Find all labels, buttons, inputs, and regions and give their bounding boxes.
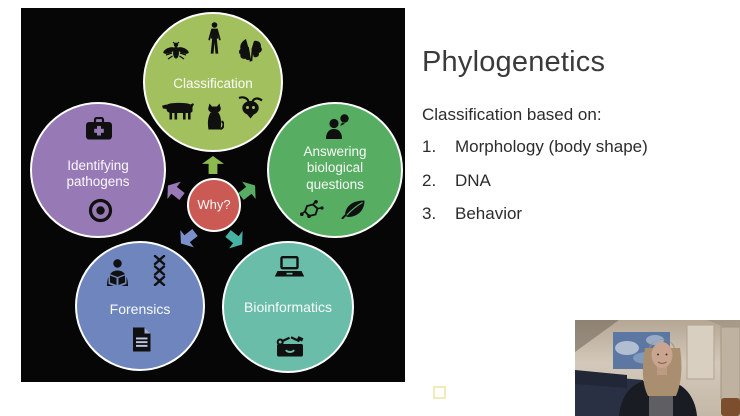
cow-icon	[161, 100, 195, 120]
list-text: Behavior	[455, 204, 523, 223]
animal-skull-icon	[237, 96, 264, 119]
list-text: DNA	[455, 170, 491, 190]
target-icon	[88, 198, 113, 223]
numbered-list: 1. Morphology (body shape) 2. DNA 3. Beh…	[422, 137, 648, 238]
node-label-bioinformatics: Bioinformatics	[244, 299, 332, 315]
molecule-icon	[299, 200, 324, 221]
arrow-down-left-icon	[174, 224, 202, 252]
node-label-identifying: Identifying pathogens	[66, 158, 130, 190]
node-label-forensics: Forensics	[109, 301, 171, 317]
chair-arm	[721, 398, 740, 416]
node-why: Why?	[187, 178, 241, 232]
node-identifying-pathogens: Identifying pathogens	[30, 102, 166, 238]
human-icon	[207, 22, 222, 56]
arrow-up-left-icon	[161, 177, 189, 205]
node-classification: Classification	[143, 12, 283, 152]
couch-back	[575, 370, 627, 388]
toolbox-icon	[275, 335, 305, 357]
node-label-answering: Answering biological questions	[303, 144, 367, 192]
list-number: 2.	[422, 170, 437, 190]
door	[686, 324, 740, 400]
cat-icon	[205, 102, 224, 130]
webcam-video	[575, 320, 740, 416]
arrow-up-icon	[202, 156, 224, 174]
person-speech-bubble-icon	[323, 114, 350, 139]
node-label-why: Why?	[197, 197, 231, 213]
diagram-panel: Classification	[21, 8, 405, 382]
ceiling-slope	[575, 320, 619, 352]
node-label-classification: Classification	[173, 76, 253, 91]
node-bioinformatics: Bioinformatics	[222, 241, 354, 373]
document-icon	[131, 327, 152, 352]
leaf-icon	[341, 198, 366, 219]
slide-subtitle: Classification based on:	[422, 105, 602, 124]
first-aid-kit-icon	[85, 117, 113, 140]
list-number: 1.	[422, 137, 437, 156]
fly-icon	[163, 40, 189, 60]
node-forensics: Forensics	[75, 241, 205, 371]
list-number: 3.	[422, 204, 437, 223]
slide-title: Phylogenetics	[422, 46, 606, 78]
laptop-icon	[274, 256, 305, 278]
dna-helix-icon	[153, 255, 166, 286]
node-answering-biological-questions: Answering biological questions	[267, 102, 403, 238]
list-item-behavior: 3. Behavior	[422, 204, 648, 224]
person-reading-icon	[103, 259, 132, 286]
webcam-scene	[575, 320, 740, 416]
presenter	[619, 339, 697, 416]
list-text: Morphology (body shape)	[455, 137, 648, 156]
list-item-morphology: 1. Morphology (body shape)	[422, 137, 648, 157]
list-item-dna: 2. DNA	[422, 171, 648, 191]
slide-placeholder-square	[433, 386, 446, 399]
oak-leaves-icon	[237, 38, 263, 63]
